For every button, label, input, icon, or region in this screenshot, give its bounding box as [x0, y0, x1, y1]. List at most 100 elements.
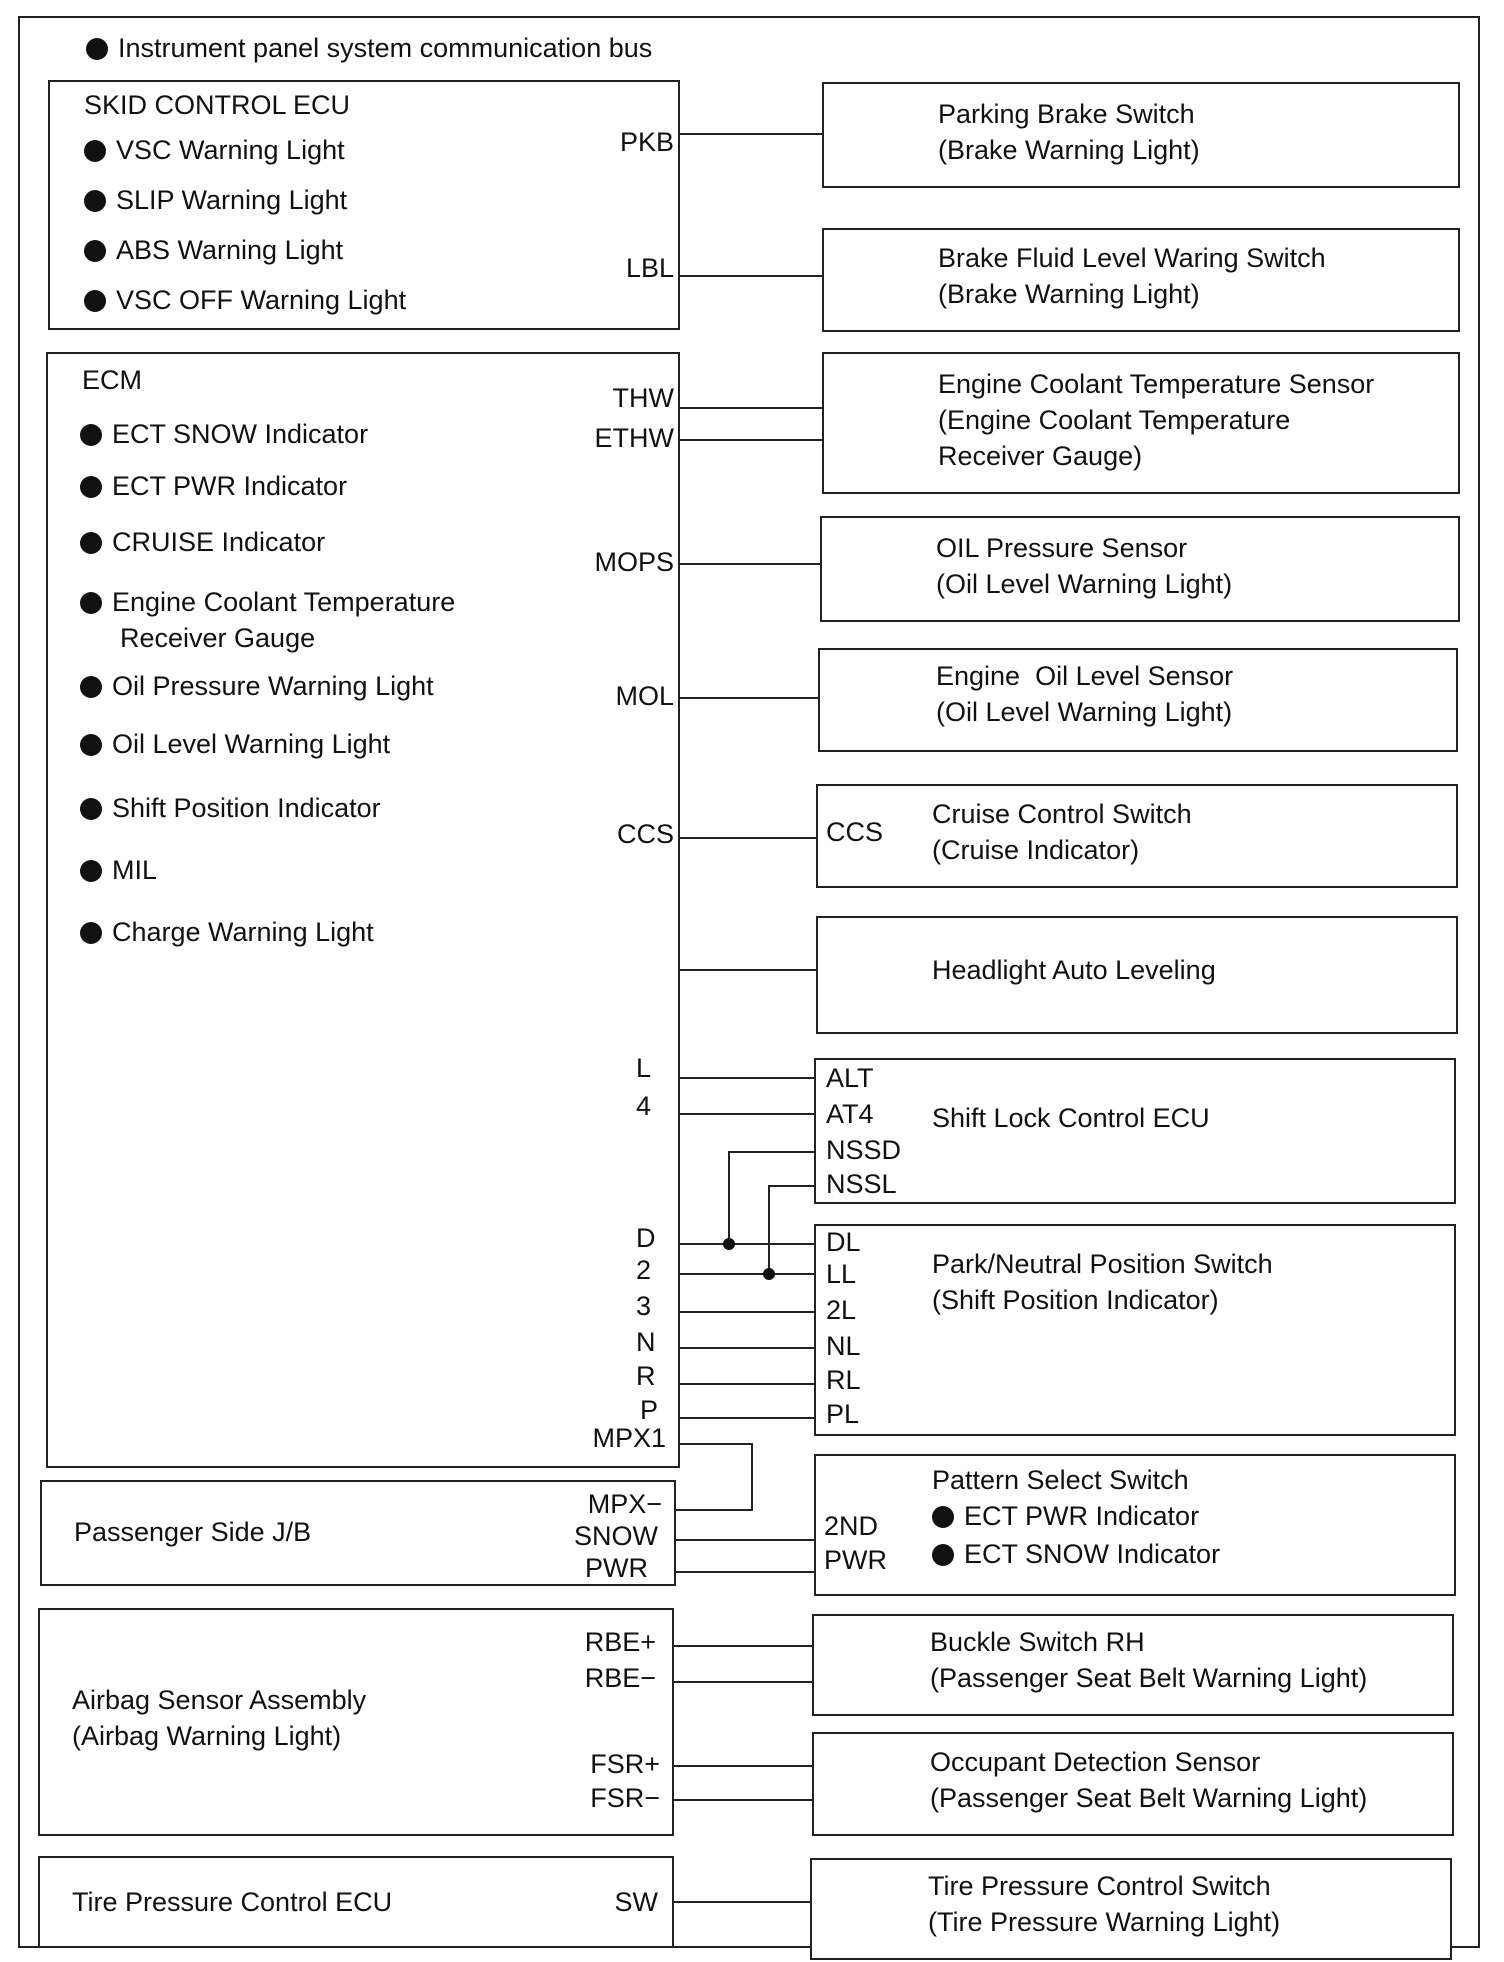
park-line2: (Shift Position Indicator) [932, 1285, 1219, 1315]
occupant-sensor-label: Occupant Detection Sensor (Passenger Sea… [930, 1746, 1367, 1814]
coolant-line3: Receiver Gauge) [938, 441, 1143, 471]
airbag-subtitle: (Airbag Warning Light) [72, 1721, 342, 1751]
park-line1: Park/Neutral Position Switch [932, 1249, 1273, 1279]
occupant-sensor-box [812, 1732, 1454, 1836]
parking-line2: (Brake Warning Light) [938, 135, 1200, 165]
pin-pwr-jb: PWR [585, 1553, 648, 1583]
pin-pkb: PKB [619, 127, 674, 157]
airbag-sensor-box [38, 1608, 674, 1836]
pin-mol: MOL [615, 681, 674, 711]
pin-fsr-plus: FSR+ [590, 1749, 660, 1779]
skid-item-abs: ABS Warning Light [84, 234, 343, 266]
shift-lock-pin-nssd: NSSD [826, 1135, 902, 1165]
pin-l: L [636, 1053, 652, 1083]
pin-3: 3 [636, 1291, 652, 1321]
oilp-line2: (Oil Level Warning Light) [936, 569, 1233, 599]
oilp-line1: OIL Pressure Sensor [936, 533, 1188, 563]
tire-sw-line1: Tire Pressure Control Switch [928, 1871, 1271, 1901]
pin-mops: MOPS [594, 547, 674, 577]
junction-dot-d [723, 1238, 735, 1250]
skid-ecu-title: SKID CONTROL ECU [84, 90, 351, 120]
buckle-switch-box [812, 1614, 1454, 1716]
jb-title: Passenger Side J/B [74, 1517, 312, 1547]
bus-note: Instrument panel system communication bu… [86, 32, 652, 64]
pattern-pin-2nd: 2ND [824, 1511, 879, 1541]
buckle-line1: Buckle Switch RH [930, 1627, 1145, 1657]
park-neutral-switch-label: Park/Neutral Position Switch (Shift Posi… [932, 1248, 1273, 1316]
parking-brake-switch-box [822, 82, 1460, 188]
oil-level-sensor-box [818, 648, 1458, 752]
tire-ecu-title: Tire Pressure Control ECU [72, 1887, 393, 1917]
coolant-line2: (Engine Coolant Temperature [938, 405, 1291, 435]
ecm-item-snow: ECT SNOW Indicator [80, 418, 368, 450]
occupant-line1: Occupant Detection Sensor [930, 1747, 1261, 1777]
cruise-control-switch-box [816, 784, 1458, 888]
coolant-sensor-box [822, 352, 1460, 494]
brake-fluid-switch-label: Brake Fluid Level Waring Switch (Brake W… [938, 242, 1326, 310]
coolant-sensor-label: Engine Coolant Temperature Sensor (Engin… [938, 368, 1374, 472]
ecm-item-coolant: Engine Coolant Temperature [80, 586, 455, 618]
ecm-item-mil: MIL [80, 854, 157, 886]
pin-2: 2 [636, 1255, 652, 1285]
pin-r: R [636, 1361, 656, 1391]
park-pin-ll: LL [826, 1259, 857, 1289]
passenger-jb-box [40, 1480, 676, 1586]
shift-lock-pin-alt: ALT [826, 1063, 874, 1093]
park-pin-dl: DL [826, 1227, 861, 1257]
pin-rbe-plus: RBE+ [584, 1627, 656, 1657]
shift-lock-ecu-title: Shift Lock Control ECU [932, 1103, 1210, 1133]
oil-pressure-sensor-box [820, 516, 1460, 622]
occupant-line2: (Passenger Seat Belt Warning Light) [930, 1783, 1368, 1813]
shift-lock-pin-nssl: NSSL [826, 1169, 897, 1199]
ecm-item-cruise: CRUISE Indicator [80, 526, 325, 558]
pattern-pin-pwr: PWR [824, 1545, 887, 1575]
ecm-item-pwr: ECT PWR Indicator [80, 470, 347, 502]
ecm-item-oil-level: Oil Level Warning Light [80, 728, 390, 760]
pin-ccs: CCS [616, 819, 674, 849]
ecm-item-shift: Shift Position Indicator [80, 792, 381, 824]
skid-item-vsc: VSC Warning Light [84, 134, 345, 166]
pin-lbl: LBL [625, 253, 674, 283]
parking-brake-switch-label: Parking Brake Switch (Brake Warning Ligh… [938, 98, 1200, 166]
ecm-item-coolant-line2: Receiver Gauge [120, 623, 316, 653]
parking-line1: Parking Brake Switch [938, 99, 1195, 129]
oill-line2: (Oil Level Warning Light) [936, 697, 1233, 727]
brake-fluid-switch-box [822, 228, 1460, 332]
pin-p: P [640, 1395, 659, 1425]
wire-mpx [676, 1443, 753, 1511]
pattern-select-switch-title: Pattern Select Switch [932, 1465, 1189, 1495]
pin-fsr-minus: FSR− [590, 1783, 660, 1813]
coolant-line1: Engine Coolant Temperature Sensor [938, 369, 1375, 399]
cruise-line1: Cruise Control Switch [932, 799, 1192, 829]
shift-lock-ecu-box [814, 1058, 1456, 1204]
pin-n: N [636, 1327, 656, 1357]
headlight-leveling-label: Headlight Auto Leveling [932, 955, 1216, 985]
tire-pressure-switch-box [810, 1858, 1452, 1960]
ecm-item-oil-pressure: Oil Pressure Warning Light [80, 670, 434, 702]
oil-level-sensor-label: Engine Oil Level Sensor (Oil Level Warni… [936, 660, 1233, 728]
pin-d: D [636, 1223, 656, 1253]
skid-item-slip: SLIP Warning Light [84, 184, 347, 216]
park-pin-rl: RL [826, 1365, 861, 1395]
shift-lock-pin-at4: AT4 [826, 1099, 874, 1129]
wire-nssd [728, 1151, 814, 1244]
park-pin-nl: NL [826, 1331, 861, 1361]
park-pin-2l: 2L [826, 1295, 857, 1325]
ecm-item-charge: Charge Warning Light [80, 916, 374, 948]
oil-pressure-sensor-label: OIL Pressure Sensor (Oil Level Warning L… [936, 532, 1232, 600]
tire-sw-line2: (Tire Pressure Warning Light) [928, 1907, 1281, 1937]
pattern-item-snow: ECT SNOW Indicator [932, 1538, 1220, 1570]
pin-rbe-minus: RBE− [584, 1663, 656, 1693]
pin-ethw: ETHW [594, 423, 674, 453]
pin-mpx-minus: MPX− [587, 1489, 662, 1519]
tire-pressure-ecu-box [38, 1856, 674, 1948]
pin-mpx1: MPX1 [592, 1423, 666, 1453]
cruise-pin-ccs: CCS [826, 817, 884, 847]
ecm-title: ECM [82, 365, 142, 395]
buckle-switch-label: Buckle Switch RH (Passenger Seat Belt Wa… [930, 1626, 1367, 1694]
fluid-line1: Brake Fluid Level Waring Switch [938, 243, 1326, 273]
pin-snow: SNOW [574, 1521, 658, 1551]
pin-4: 4 [636, 1091, 652, 1121]
